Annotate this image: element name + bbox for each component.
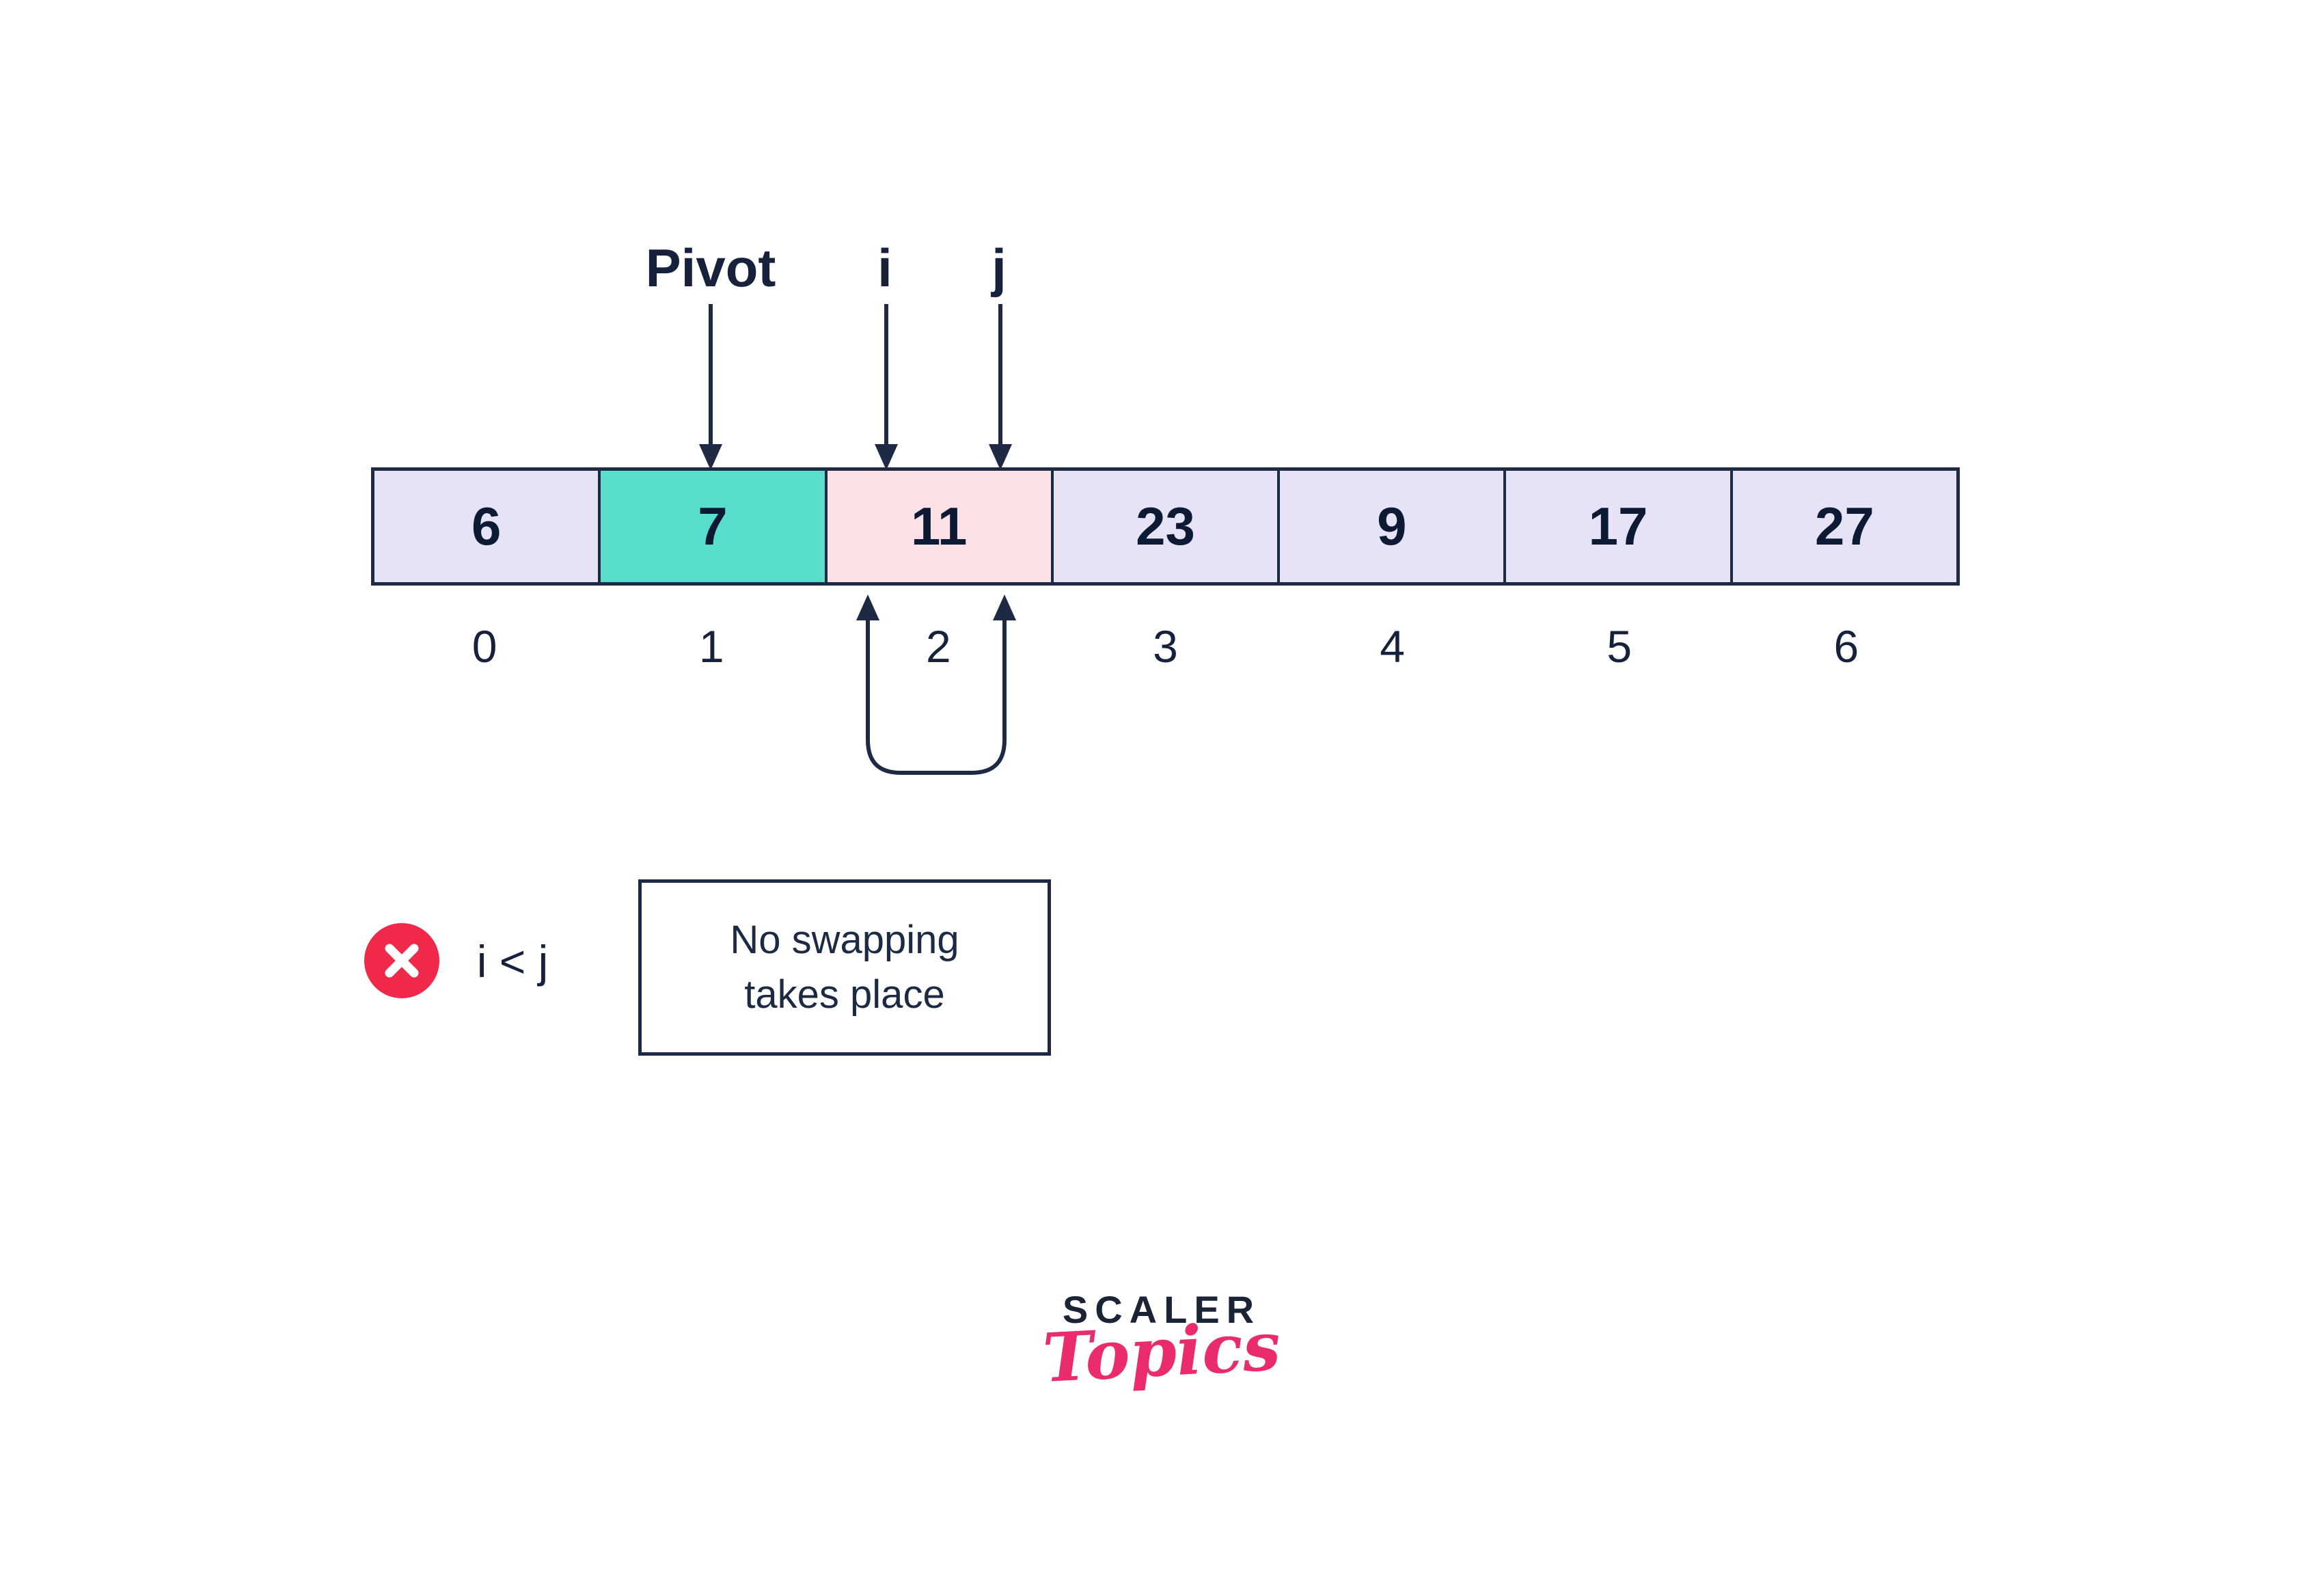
array-cell-6: 27 (1732, 471, 1956, 582)
index-label-3: 3 (1153, 621, 1178, 672)
i-pointer-label: i (877, 237, 892, 298)
x-icon (385, 944, 419, 978)
note-line-2: takes place (744, 972, 945, 1017)
index-row: 0 1 2 3 4 5 6 (371, 620, 1960, 672)
note-box: No swapping takes place (638, 879, 1051, 1056)
index-label-0: 0 (471, 621, 497, 672)
array-cell-1-pivot: 7 (601, 471, 828, 582)
j-pointer-label: j (992, 237, 1007, 298)
index-label-1: 1 (698, 621, 724, 672)
note-line-1: No swapping (730, 917, 959, 962)
array-cell-4: 9 (1280, 471, 1507, 582)
condition-text: i < j (476, 936, 549, 987)
array-cell-3: 23 (1053, 471, 1281, 582)
x-circle-icon (364, 923, 439, 998)
index-label-4: 4 (1380, 621, 1405, 672)
i-down-arrow (875, 304, 898, 470)
array: 6 7 11 23 9 17 27 (371, 467, 1960, 586)
index-label-6: 6 (1833, 621, 1859, 672)
array-cell-0: 6 (374, 471, 601, 582)
pivot-label: Pivot (645, 237, 776, 298)
index-label-2: 2 (925, 621, 951, 672)
j-down-arrow (989, 304, 1012, 470)
index-label-5: 5 (1607, 621, 1632, 672)
array-cell-2-current: 11 (827, 471, 1054, 582)
pivot-down-arrow (699, 304, 722, 470)
array-cell-5: 17 (1506, 471, 1733, 582)
scaler-logo-wordmark: SCALER (1062, 1288, 1261, 1331)
